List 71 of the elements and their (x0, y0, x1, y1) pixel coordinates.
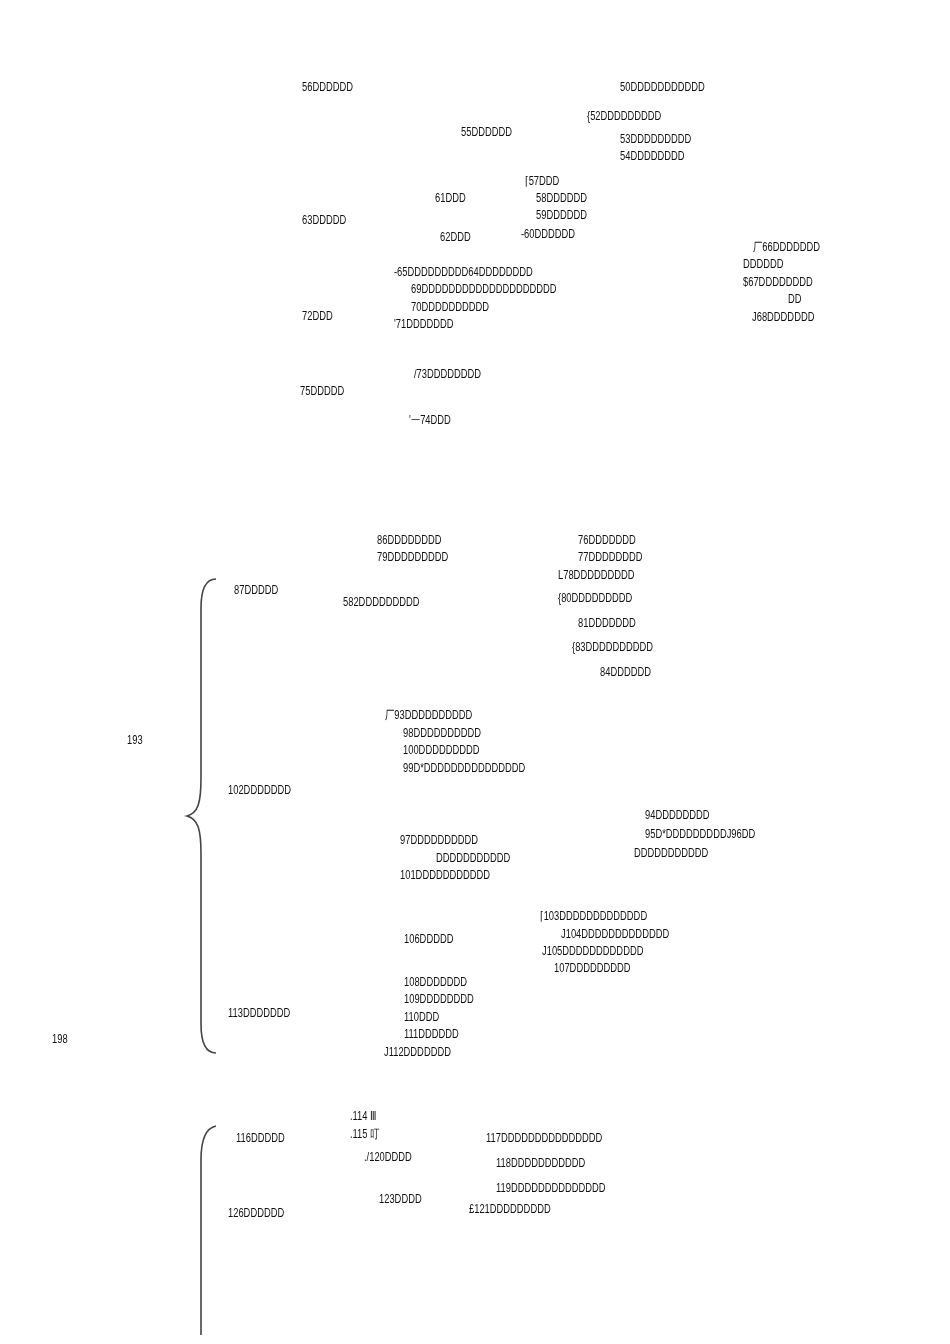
label-text: 55DDDDDD (461, 125, 512, 139)
label-text: {83DDDDDDDDDD (572, 640, 654, 654)
label-text: 76DDDDDDD (578, 533, 636, 547)
label-text: 86DDDDDDDD (377, 533, 442, 547)
label-text: 62DDD (440, 230, 471, 244)
label-text: 97DDDDDDDDDD (400, 833, 478, 847)
label-text: /73DDDDDDDD (414, 367, 482, 381)
label-text: 69DDDDDDDDDDDDDDDDDDDD (411, 282, 557, 296)
label-text: 107DDDDDDDDD (554, 961, 631, 975)
label-text: 56DDDDDD (302, 80, 353, 94)
label-text: 63DDDDD (302, 213, 347, 227)
label-text: 厂66DDDDDDD (753, 240, 821, 254)
label-text: DDDDDDDDDDD (634, 846, 709, 860)
label-text: DDDDDDDDDDD (436, 851, 511, 865)
label-text: -65DDDDDDDDD64DDDDDDDD (394, 265, 533, 279)
label-text: 98DDDDDDDDDD (403, 726, 481, 740)
label-text: 106DDDDD (404, 932, 454, 946)
label-text: 50DDDDDDDDDDD (620, 80, 705, 94)
label-text: 108DDDDDDD (404, 975, 467, 989)
label-text: 59DDDDDD (536, 208, 587, 222)
label-text: L78DDDDDDDDD (558, 568, 635, 582)
label-text: 111DDDDDD (404, 1027, 459, 1041)
label-text: J112DDDDDDD (384, 1045, 451, 1059)
label-text: 119DDDDDDDDDDDDDD (496, 1181, 606, 1195)
label-text: {52DDDDDDDDD (587, 109, 662, 123)
label-text: 116DDDDD (236, 1131, 285, 1145)
label-text: 193 (127, 733, 143, 747)
label-text: 94DDDDDDDD (645, 808, 710, 822)
label-text: -60DDDDDD (521, 227, 576, 241)
label-text: 81DDDDDDD (578, 616, 636, 630)
label-text: DD (788, 292, 802, 306)
label-text: 58DDDDDD (536, 191, 587, 205)
label-text: J68DDDDDDD (752, 310, 815, 324)
label-text: 70DDDDDDDDDD (411, 300, 489, 314)
label-text: 102DDDDDDD (228, 783, 291, 797)
label-text: DDDDDD (743, 257, 784, 271)
label-text: 198 (52, 1032, 68, 1046)
label-text: J105DDDDDDDDDDDD (542, 944, 644, 958)
label-text: 123DDDD (379, 1192, 422, 1206)
label-text: 84DDDDDD (600, 665, 651, 679)
label-text: 100DDDDDDDDD (403, 743, 480, 757)
label-text: 126DDDDDD (228, 1206, 285, 1220)
label-text: ./120DDDD (364, 1150, 412, 1164)
label-text: 95D*DDDDDDDDDJ96DD (645, 827, 756, 841)
label-text: 54DDDDDDDD (620, 149, 685, 163)
label-text: $67DDDDDDDD (743, 275, 813, 289)
label-text: 101DDDDDDDDDDD (400, 868, 490, 882)
label-text: '一74DDD (409, 413, 451, 427)
label-text: ⌈57DDD (525, 174, 560, 188)
label-text: .114 Ⅲ (350, 1109, 377, 1123)
label-text: ⌈103DDDDDDDDDDDDD (540, 909, 648, 923)
label-text: 87DDDDD (234, 583, 279, 597)
label-text: 61DDD (435, 191, 466, 205)
label-text: {80DDDDDDDDD (558, 591, 633, 605)
label-text: 77DDDDDDDD (578, 550, 643, 564)
label-text: J104DDDDDDDDDDDDD (561, 927, 670, 941)
label-text: 75DDDDD (300, 384, 345, 398)
label-text: 582DDDDDDDDD (343, 595, 420, 609)
label-text: 厂93DDDDDDDDDD (385, 708, 473, 722)
label-text: 109DDDDDDDD (404, 992, 474, 1006)
label-text: 79DDDDDDDDD (377, 550, 449, 564)
label-text: 72DDD (302, 309, 333, 323)
label-text: 110DDD (404, 1010, 440, 1024)
label-text: 118DDDDDDDDDDD (496, 1156, 586, 1170)
label-text: .115 叮 (350, 1127, 380, 1141)
label-text: '71DDDDDDD (394, 317, 454, 331)
label-text: 113DDDDDDD (228, 1006, 291, 1020)
label-text: 99D*DDDDDDDDDDDDDDD (403, 761, 526, 775)
label-text: 117DDDDDDDDDDDDDDD (486, 1131, 603, 1145)
label-text: £121DDDDDDDDD (469, 1202, 551, 1216)
label-text: 53DDDDDDDDD (620, 132, 692, 146)
